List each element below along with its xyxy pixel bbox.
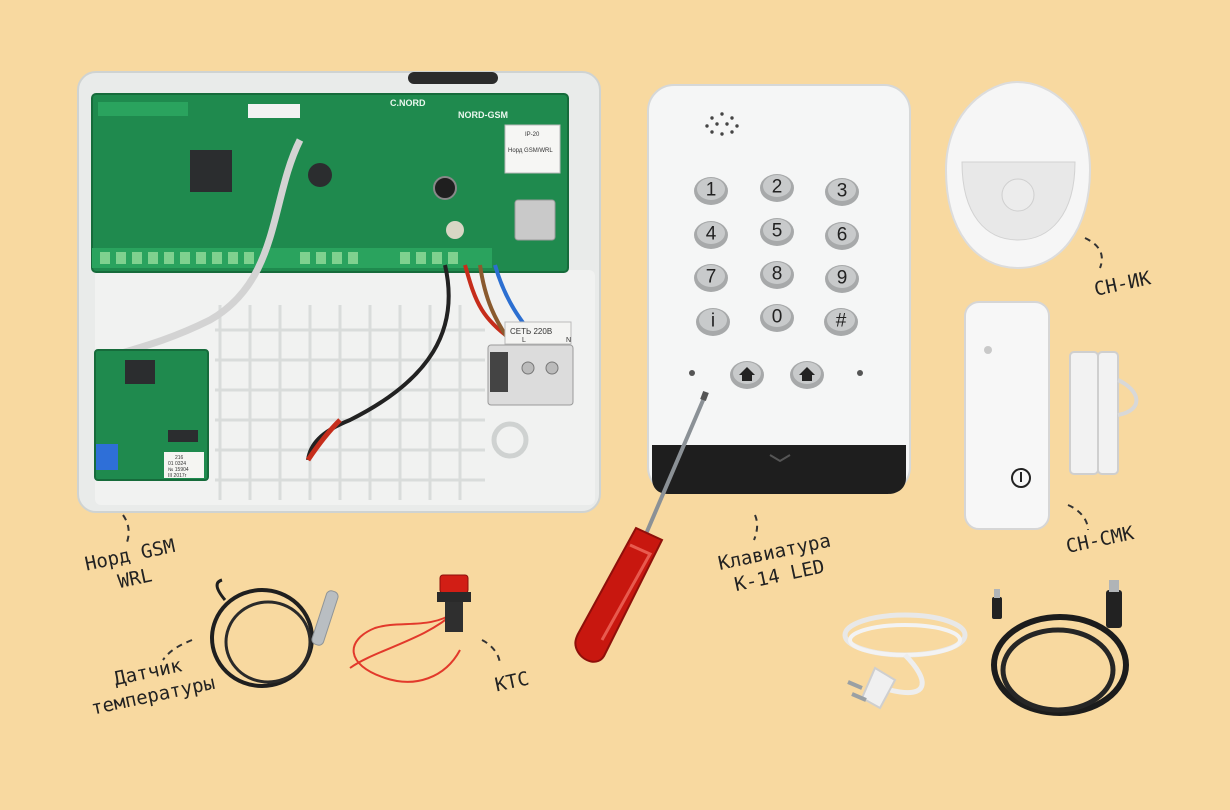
module-line2: 01 0324	[168, 461, 186, 467]
speaker-grille	[705, 112, 739, 136]
mains-terminal-block	[487, 344, 574, 406]
key-7-label: 7	[706, 267, 717, 288]
key-8: 8	[760, 261, 794, 289]
module-line1: 216	[175, 455, 184, 461]
home-icon	[739, 367, 755, 381]
sticker-ip: IP-20	[525, 132, 540, 138]
key-hash-label: #	[836, 311, 847, 332]
temp-probe	[311, 590, 339, 646]
mcu-chip	[190, 150, 232, 192]
temperature-sensor	[210, 578, 339, 688]
key-6-label: 6	[837, 225, 848, 246]
key-1-label: 1	[706, 180, 717, 201]
board-model: NORD-GSM	[458, 110, 508, 120]
key-2: 2	[760, 174, 794, 202]
keypad-keys: 1 2 3 4 5 6 7 8 9 i 0 #	[694, 174, 859, 389]
home-icon-2	[799, 367, 815, 381]
key-1: 1	[694, 177, 728, 205]
key-4: 4	[694, 221, 728, 249]
key-9-label: 9	[837, 268, 848, 289]
key-8-label: 8	[772, 264, 783, 285]
key-hash: #	[824, 308, 858, 336]
ch-ik-sensor	[944, 80, 1092, 270]
key-5-label: 5	[772, 221, 783, 242]
power-icon	[1011, 468, 1031, 488]
terminal-l: L	[522, 337, 526, 344]
usb-cable	[991, 580, 1129, 716]
key-2-label: 2	[772, 177, 783, 198]
screwdriver	[574, 390, 709, 663]
panel-sticker	[504, 124, 561, 174]
key-0: 0	[760, 304, 794, 332]
key-3: 3	[825, 178, 859, 206]
ktc-button	[349, 574, 471, 683]
keypad-k14: 1 2 3 4 5 6 7 8 9 i 0 #	[647, 84, 911, 494]
board-brand: C.NORD	[390, 98, 426, 108]
nord-gsm-panel: C.NORD NORD-GSM IP-20 Норд GSM/WRL 216 0…	[77, 71, 601, 513]
led-left	[689, 370, 695, 376]
reed-switch	[1069, 351, 1099, 475]
sim-holder	[514, 199, 556, 241]
module-line3: № 15904	[168, 467, 189, 473]
key-9: 9	[825, 265, 859, 293]
module-line4: III 2017г	[168, 473, 187, 479]
key-0-label: 0	[772, 307, 783, 328]
key-home-stay	[790, 361, 824, 389]
key-5: 5	[760, 218, 794, 246]
power-cord	[842, 612, 968, 710]
keypad-bottom	[652, 445, 906, 494]
ch-cmk-sensor	[964, 301, 1139, 530]
key-6: 6	[825, 222, 859, 250]
usb-a-plug	[1106, 590, 1122, 628]
key-7: 7	[694, 264, 728, 292]
key-4-label: 4	[706, 224, 717, 245]
sticker-name: Норд GSM/WRL	[508, 148, 553, 154]
key-home-away	[730, 361, 764, 389]
gsm-antenna	[408, 72, 498, 84]
plug	[860, 666, 897, 710]
key-i-label: i	[711, 311, 715, 332]
red-button-cap	[439, 574, 469, 594]
key-3-label: 3	[837, 181, 848, 202]
usb-mini-plug	[992, 597, 1002, 619]
led-right	[857, 370, 863, 376]
terminal-label: СЕТЬ 220В	[510, 327, 552, 336]
key-i: i	[696, 308, 730, 336]
gsm-module	[94, 349, 209, 481]
terminal-n: N	[566, 337, 571, 344]
main-pcb	[91, 93, 569, 273]
